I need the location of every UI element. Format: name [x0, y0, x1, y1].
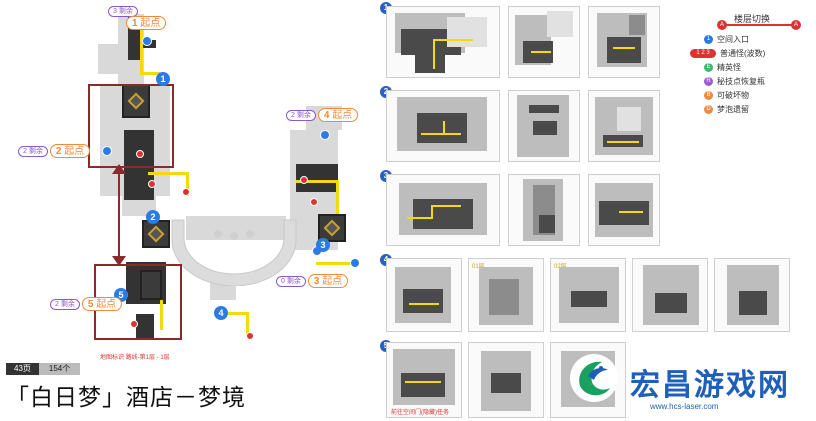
legend-item: B 可破坏物	[704, 90, 749, 101]
floor-view-panel[interactable]	[632, 258, 708, 332]
core-marker	[323, 219, 341, 237]
waypoint-marker[interactable]	[320, 130, 330, 140]
start-label: 4 起点	[317, 108, 359, 122]
stats-badge-row: 43页 154个	[6, 363, 81, 375]
start-label: 1 起点	[126, 16, 167, 30]
route-line	[140, 22, 143, 74]
map-caption: 地图标识 路线-第1层 - 1层	[100, 355, 170, 361]
floor-tag: 1	[156, 72, 170, 86]
switch-dot: A	[717, 20, 727, 30]
start-label: 5 起点	[81, 297, 123, 311]
enemy-marker[interactable]	[130, 320, 138, 328]
watermark-text: 宏昌游戏网	[630, 368, 790, 403]
restore-bottle-icon: R	[704, 77, 713, 86]
start-label: 2 起点	[49, 144, 91, 158]
watermark-logo-icon	[570, 354, 618, 402]
route-line	[316, 262, 356, 265]
floor-view-panel[interactable]	[588, 6, 660, 78]
map-corridor	[136, 314, 154, 340]
floor-view-panel[interactable]: 01层	[468, 258, 544, 332]
remaining-count: 0 剩余	[276, 275, 306, 287]
legend-item: R 秘技点恢复瓶	[704, 76, 765, 87]
legend-item: D 梦泡遗留	[704, 104, 749, 115]
start-label-1[interactable]: 1 起点	[126, 16, 167, 30]
remaining-count: 2 剩余	[18, 145, 48, 157]
map-room	[140, 270, 162, 300]
core-marker	[147, 225, 165, 243]
route-line	[296, 180, 336, 183]
map-room	[142, 220, 170, 248]
panel-caption: 前往空间门(隐藏)任务	[391, 410, 449, 416]
enemy-marker[interactable]	[148, 180, 156, 188]
route-line	[246, 312, 249, 336]
page-title: 「白日梦」酒店－梦境	[6, 385, 246, 411]
enemy-marker[interactable]	[182, 188, 190, 196]
dream-bubble-icon: D	[704, 105, 713, 114]
destructible-icon: B	[704, 91, 713, 100]
floor-view-panel[interactable]	[508, 6, 580, 78]
stat-badge: 154个	[38, 363, 81, 375]
map-corridor	[124, 130, 154, 200]
floor-view-panel[interactable]	[714, 258, 790, 332]
floor-tag: 4	[214, 306, 228, 320]
elite-icon: E	[704, 63, 713, 72]
map-wall	[98, 44, 118, 74]
start-point-1[interactable]: 3 剩余	[108, 6, 138, 17]
waypoint-marker[interactable]	[102, 146, 112, 156]
floor-view-panel[interactable]	[508, 90, 580, 162]
legend-item: 1 空间入口	[704, 34, 749, 45]
stat-badge: 43页	[6, 363, 39, 375]
floor-view-panel[interactable]	[588, 174, 660, 246]
floor-level-tag: 01层	[472, 261, 485, 270]
enemy-marker[interactable]	[246, 332, 254, 340]
floor-view-panel[interactable]: 02层	[550, 258, 626, 332]
area-highlight-frame	[88, 84, 174, 168]
route-line	[336, 180, 339, 214]
switch-dot: A	[791, 20, 801, 30]
remaining-count: 2 剩余	[286, 109, 316, 121]
hotel-dream-map: 1 2 3 4 5 3 剩余 1 起点 2 剩余 2 起点 2 剩余 4 起点 …	[0, 0, 372, 421]
route-line	[148, 172, 188, 175]
start-point-2[interactable]: 2 剩余 2 起点	[18, 144, 91, 158]
floor-switch-indicator: A A	[717, 20, 801, 30]
floor-view-panel[interactable]	[468, 342, 544, 418]
floor-view-panel[interactable]	[386, 6, 500, 78]
enemy-marker[interactable]	[136, 150, 144, 158]
legend-title: 楼层切换	[734, 14, 771, 24]
route-line	[228, 312, 248, 315]
area-link-arrow	[118, 168, 120, 264]
floor-view-panel[interactable]: 前往空间门(隐藏)任务	[386, 342, 462, 418]
legend-item: E 精英怪	[704, 62, 741, 73]
portal-icon: 1	[704, 35, 713, 44]
waypoint-marker[interactable]	[350, 258, 360, 268]
enemy-marker[interactable]	[310, 198, 318, 206]
arrow-down-icon	[112, 256, 126, 266]
route-line	[140, 72, 160, 75]
route-line	[186, 172, 189, 196]
floor-view-panel[interactable]	[386, 90, 500, 162]
floor-view-panel[interactable]	[386, 258, 462, 332]
remaining-count: 3 剩余	[108, 6, 138, 17]
floor-view-panel[interactable]	[386, 174, 500, 246]
enemy-icon: 1 2 3	[690, 49, 716, 58]
start-label: 3 起点	[307, 274, 349, 288]
enemy-marker[interactable]	[300, 176, 308, 184]
floor-view-panel[interactable]	[588, 90, 660, 162]
start-point-5[interactable]: 2 剩余 5 起点	[50, 297, 123, 311]
start-point-3[interactable]: 0 剩余 3 起点	[276, 274, 349, 288]
floor-tag: 2	[146, 210, 160, 224]
waypoint-marker[interactable]	[142, 36, 152, 46]
watermark-url: www.hcs-laser.com	[650, 402, 719, 411]
atrium-arch	[171, 219, 297, 286]
remaining-count: 2 剩余	[50, 298, 80, 310]
floor-view-panel[interactable]	[508, 174, 580, 246]
arrow-up-icon	[112, 164, 126, 174]
map-room	[318, 214, 346, 242]
legend-item: 1 2 3 普通怪(波数)	[690, 48, 765, 59]
route-line	[160, 300, 163, 330]
floor-tag: 3	[316, 238, 330, 252]
start-point-4[interactable]: 2 剩余 4 起点	[286, 108, 359, 122]
